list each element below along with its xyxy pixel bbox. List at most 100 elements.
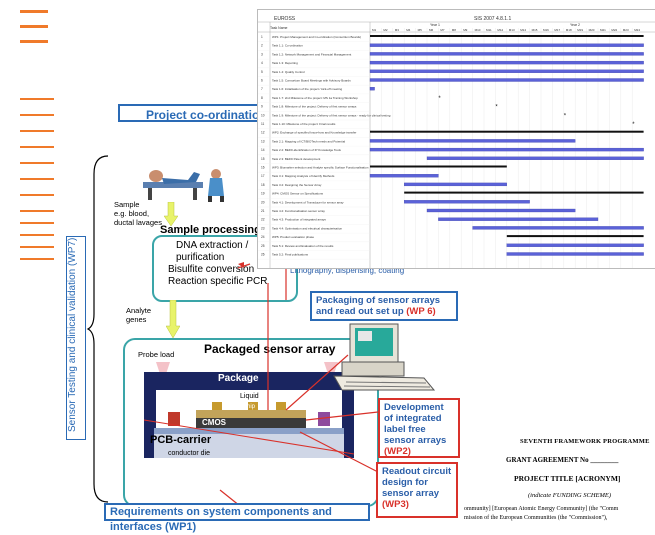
gantt-month-label: M15 [532, 28, 538, 32]
wp6-text: Packaging of sensor arrays and read out … [316, 295, 441, 317]
gantt-task-bar [426, 156, 644, 160]
processing-step: Reaction specific PCR [168, 276, 268, 287]
doc-scheme: (indicate FUNDING SCHEME) [528, 492, 612, 499]
gantt-row-number: 18 [261, 183, 265, 187]
gantt-task-name: Task 1.7: 2nd Milestone of the project: … [272, 96, 358, 100]
gantt-month-label: M2 [383, 28, 387, 32]
gantt-task-bar [369, 69, 644, 73]
gantt-month-label: M17 [554, 28, 560, 32]
gantt-task-bar [369, 60, 644, 65]
grant-agreement-document: SEVENTH FRAMEWORK PROGRAMME GRANT AGREEM… [462, 260, 655, 525]
gantt-task-name: Task 4.1: Development of Transducer for … [272, 200, 344, 204]
gantt-task-name: Task 4.2: Functionalisation sensor array [272, 209, 325, 213]
liquid-label: Liquid [240, 393, 259, 400]
gantt-task-name: Task 1.1: Co-ordination [272, 44, 303, 48]
gantt-month-label: M10 [475, 28, 481, 32]
doc-line-2: mission of the European Communities (the… [464, 515, 608, 521]
gantt-row-number: 8 [261, 96, 263, 100]
left-brace [86, 155, 109, 503]
gantt-task-name: Task 5.1: Review and Evaluation of the r… [272, 244, 334, 248]
orange-decor-bar [20, 25, 48, 28]
doc-programme: SEVENTH FRAMEWORK PROGRAMME [520, 438, 650, 445]
gantt-row-number: 9 [261, 105, 263, 109]
wp3-tag: (WP3) [382, 499, 409, 510]
gantt-summary-bar [370, 35, 644, 37]
conductor-die-label: conductor die [168, 450, 211, 457]
gantt-milestone: * [495, 105, 498, 111]
gantt-month-label: M6 [429, 28, 433, 32]
gantt-task-name: WP1: Project Management and Co-ordinatio… [272, 35, 361, 39]
gantt-row-number: 21 [261, 209, 265, 213]
wp6-tag: (WP 6) [406, 306, 436, 317]
gantt-task-name: Task 1.5: Consortium Board Meetings with… [272, 79, 351, 83]
gantt-month-label: M1 [372, 28, 376, 32]
gantt-row-number: 20 [261, 200, 265, 204]
gantt-row-number: 22 [261, 218, 265, 222]
probe-load-label: Probe load [138, 350, 175, 359]
requirements-banner: Requirements on system components and in… [104, 503, 370, 533]
gantt-row-number: 4 [261, 61, 263, 65]
gantt-task-bar [369, 139, 576, 143]
gantt-row-number: 3 [261, 52, 263, 56]
gantt-task-bar [506, 243, 644, 247]
gantt-row-number: 17 [261, 174, 265, 178]
gantt-task-name: Task 2.1: Mapping of ICT/BIOTech needs a… [272, 139, 345, 143]
orange-decor-bar [20, 40, 48, 43]
sample-label: Sample e.g. blood, ductal lavages [114, 200, 162, 227]
gantt-month-label: M23 [623, 28, 629, 32]
processing-steps: DNA extraction / purification Bisulfite … [168, 240, 267, 288]
gantt-task-name: Task 1.3: Reporting [272, 61, 298, 65]
gantt-task-name: Task 1.4: Quality Control [272, 70, 305, 74]
sensor-array-title: Packaged sensor array [204, 342, 336, 356]
processing-step: purification [176, 252, 225, 263]
gantt-task-bar [426, 208, 576, 213]
processing-step: DNA extraction / [176, 240, 249, 251]
gantt-month-label: M13 [509, 28, 515, 32]
gantt-month-label: M9 [463, 28, 467, 32]
gantt-month-label: M5 [418, 28, 422, 32]
gantt-month-label: M4 [406, 28, 410, 32]
gantt-year-label: Year 1 [430, 23, 440, 27]
gantt-month-label: M22 [611, 28, 617, 32]
doc-project-title: PROJECT TITLE [ACRONYM] [514, 474, 621, 483]
gantt-month-label: M12 [497, 28, 503, 32]
computer-illustration [333, 323, 436, 391]
gantt-row-number: 11 [261, 122, 265, 126]
gantt-row-number: 19 [261, 192, 265, 196]
gantt-month-label: M21 [600, 28, 606, 32]
gantt-year-label: Year 2 [570, 23, 580, 27]
gantt-month-label: M7 [440, 28, 444, 32]
sample-processing-title: Sample processing [160, 224, 261, 236]
gantt-summary-bar [506, 235, 644, 238]
sensor-cross-section [143, 362, 355, 458]
pcb-carrier-label: PCB-carrier [150, 434, 212, 446]
patient-illustration [143, 169, 224, 202]
gantt-month-label: M14 [520, 28, 526, 32]
gantt-task-name: WP3: Biomarker selection and Analyte spe… [272, 166, 369, 170]
gantt-month-label: M11 [486, 28, 492, 32]
processing-step: Bisulfite conversion [168, 264, 255, 275]
gantt-task-name: Task 3.2: Designing the Sensor Array [272, 183, 322, 187]
gantt-row-number: 7 [261, 87, 263, 91]
wp3-box: Readout circuit design for sensor array … [376, 462, 458, 518]
gantt-row-number: 15 [261, 157, 265, 161]
gantt-row-number: 5 [261, 70, 263, 74]
gantt-row-number: 26 [261, 253, 265, 257]
gantt-month-label: M19 [577, 28, 583, 32]
gantt-task-name: WP2: Exchange of specified know-how and … [272, 131, 356, 135]
down-arrow [164, 202, 178, 226]
gantt-col-task: Task Name [270, 26, 288, 30]
gantt-task-bar [472, 226, 644, 230]
wp2-tag: (WP2) [384, 446, 411, 457]
gantt-task-name: Task 5.2: Final publications [272, 253, 309, 257]
gantt-task-bar [369, 43, 644, 47]
gantt-row-number: 24 [261, 235, 265, 239]
wp3-text: Readout circuit design for sensor array [382, 466, 452, 499]
gantt-header-left: EUROSS [274, 16, 296, 22]
gantt-summary-bar [370, 130, 644, 133]
gantt-row-number: 25 [261, 244, 265, 248]
gantt-summary-bar [404, 191, 644, 194]
